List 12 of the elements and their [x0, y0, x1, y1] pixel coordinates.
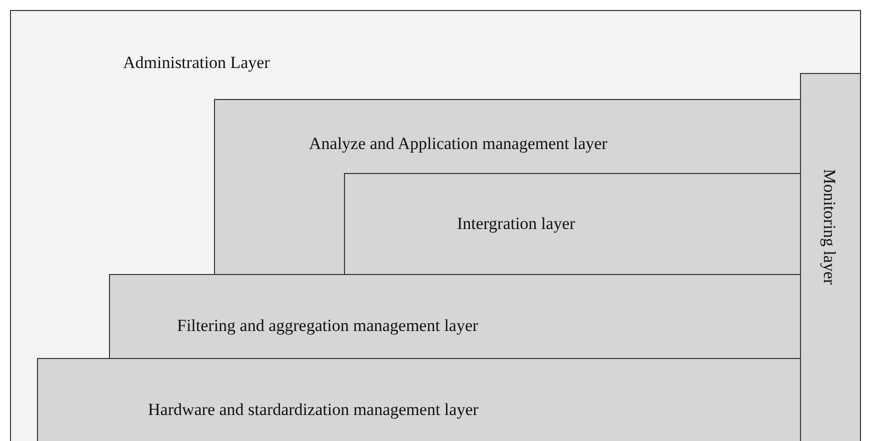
layer-box — [109, 274, 801, 359]
layer-label: Monitoring layer — [819, 169, 839, 285]
layer-box — [214, 99, 801, 275]
layer-box — [10, 10, 861, 441]
layer-label: Hardware and stardardization management layer — [148, 400, 478, 420]
layer-label: Intergration layer — [457, 214, 576, 234]
layer-box — [37, 358, 801, 441]
layer-box — [344, 173, 801, 275]
layer-label: Administration Layer — [123, 53, 270, 73]
layer-label: Analyze and Application management layer — [309, 134, 608, 154]
layer-label: Filtering and aggregation management layer — [177, 316, 478, 336]
layer-box — [800, 73, 861, 441]
